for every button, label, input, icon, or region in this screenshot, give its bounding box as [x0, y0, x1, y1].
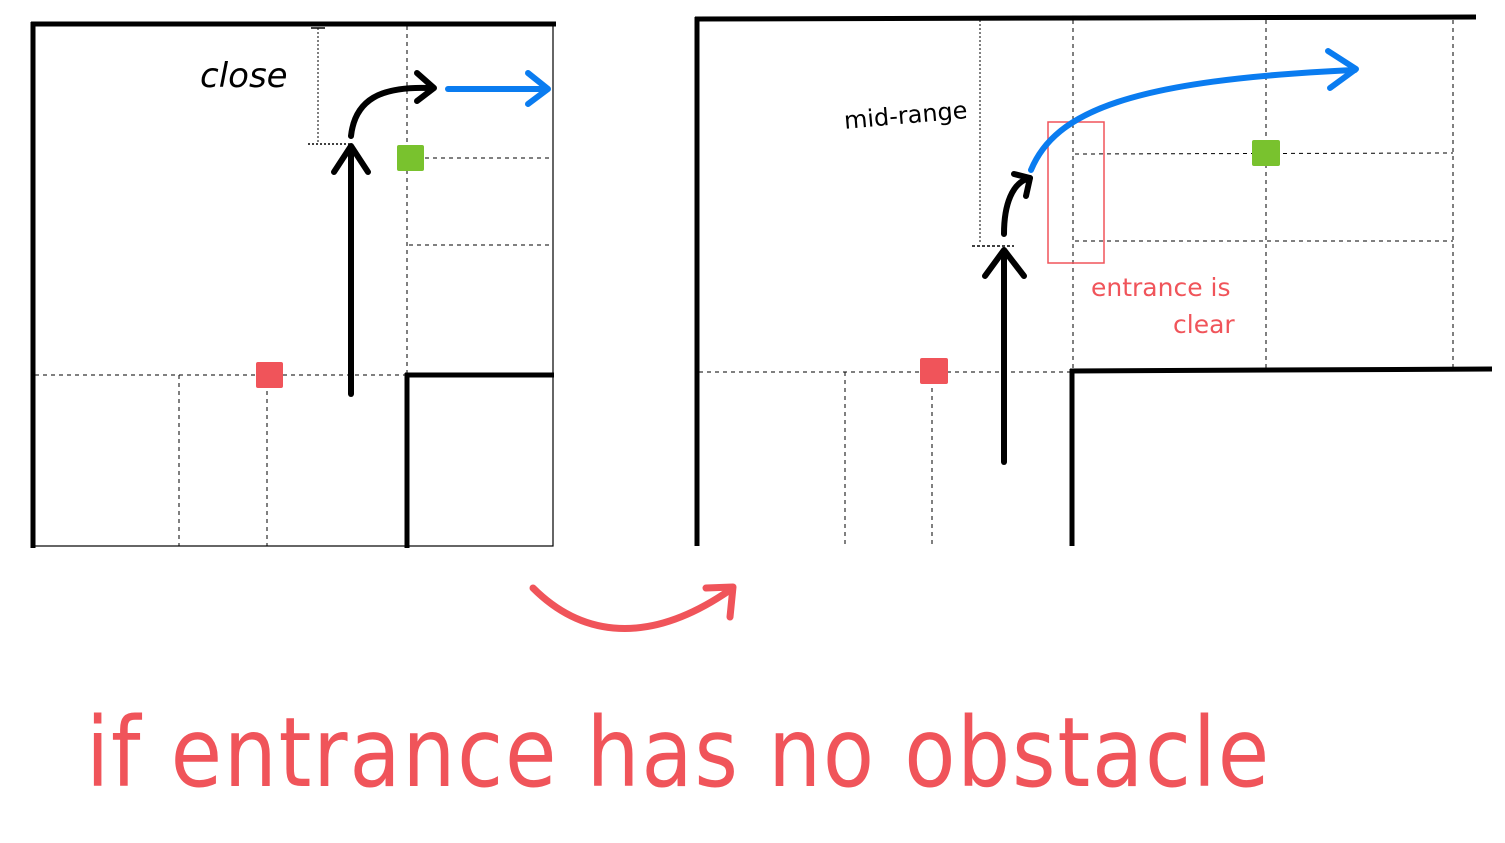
right-panel: mid-range entrance is clear [694, 14, 1493, 546]
right-black-path [982, 171, 1033, 465]
left-blue-arrow [445, 70, 551, 107]
entrance-note-line1: entrance is [1091, 273, 1231, 302]
left-black-path [331, 70, 437, 397]
right-distance-label: mid-range [843, 96, 969, 135]
transition-arrow [529, 583, 737, 632]
right-grid [699, 20, 1454, 546]
left-distance-bracket [308, 27, 350, 145]
right-green-marker [1252, 140, 1280, 166]
entrance-highlight-box [1047, 121, 1105, 264]
entrance-note-line2: clear [1173, 310, 1235, 339]
right-red-marker [920, 358, 948, 384]
left-grid [35, 26, 553, 546]
left-red-marker [256, 362, 283, 388]
caption: if entrance has no obstacle [86, 697, 1271, 809]
right-blue-path [1028, 48, 1359, 173]
right-wall-corner-h [1069, 366, 1493, 374]
right-wall-top [694, 14, 1477, 22]
left-green-marker [397, 145, 424, 171]
left-distance-label: close [200, 56, 288, 96]
left-panel-border [32, 23, 554, 547]
left-panel: close [30, 21, 556, 548]
